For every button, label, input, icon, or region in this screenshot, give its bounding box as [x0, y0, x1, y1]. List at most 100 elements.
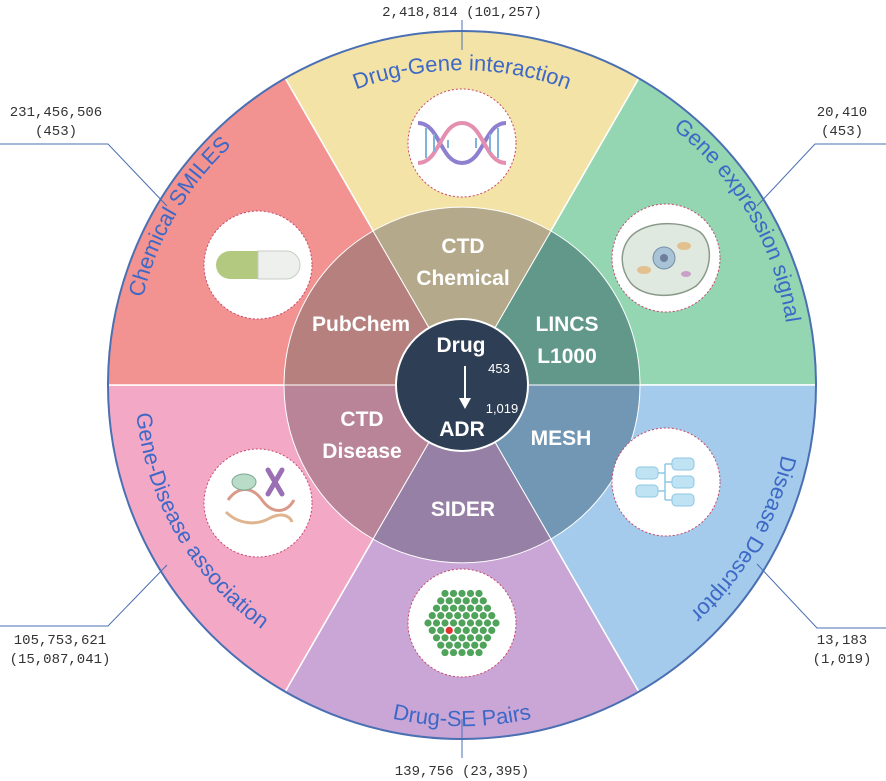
- count-disease-descriptor-2: (1,019): [813, 652, 872, 668]
- grid-dot: [458, 604, 466, 612]
- grid-dot: [483, 619, 492, 627]
- grid-dot: [428, 626, 436, 634]
- grid-dot: [454, 641, 462, 649]
- grid-dot: [462, 641, 470, 649]
- grid-dot: [437, 626, 445, 634]
- icons: [203, 88, 721, 678]
- grid-dot: [475, 619, 483, 627]
- grid-dot: [462, 612, 470, 620]
- grid-dot: [441, 619, 449, 627]
- count-labels: 2,418,814 (101,257) 20,410 (453) 13,183 …: [10, 5, 872, 780]
- grid-dot: [445, 641, 453, 649]
- grid-dot: [458, 619, 466, 627]
- inner-wedge-ctd-chemical: [372, 206, 552, 386]
- grid-dot: [483, 604, 492, 612]
- grid-dot: [483, 634, 492, 642]
- grid-dot: [458, 648, 466, 657]
- count-drug-gene: 2,418,814 (101,257): [382, 5, 542, 21]
- grid-dot: [437, 612, 445, 620]
- grid-dot: [437, 597, 445, 605]
- inner-label-ctd-chemical-2: Chemical: [416, 267, 509, 290]
- center-drug-label: Drug: [437, 334, 486, 357]
- highlighted-dot: [445, 626, 453, 634]
- grid-dot: [488, 612, 496, 620]
- hierarchy-tree-icon: [611, 427, 721, 537]
- inner-wedge-sider: [372, 384, 552, 564]
- count-gene-disease-1: 105,753,621: [14, 633, 106, 649]
- center-circle: [395, 318, 529, 452]
- grid-dot: [454, 612, 462, 620]
- grid-dot: [475, 634, 483, 642]
- grid-dot: [449, 648, 458, 657]
- inner-label-ctd-disease-1: CTD: [340, 408, 383, 431]
- grid-dot: [479, 597, 487, 605]
- inner-label-sider: SIDER: [431, 498, 495, 521]
- inner-label-ctd-disease-2: Disease: [322, 440, 401, 463]
- grid-dot: [458, 589, 466, 598]
- grid-dot: [466, 619, 475, 627]
- grid-dot: [432, 634, 441, 642]
- count-chemical-smiles-2: (453): [35, 124, 77, 140]
- grid-dot: [466, 604, 475, 612]
- grid-dot: [475, 589, 483, 598]
- grid-dot: [462, 626, 470, 634]
- count-gene-disease-2: (15,087,041): [10, 652, 111, 668]
- grid-dot: [479, 612, 487, 620]
- grid-dot: [432, 604, 441, 612]
- grid-dot: [445, 612, 453, 620]
- count-drug-se: 139,756 (23,395): [395, 764, 529, 780]
- grid-dot: [475, 604, 483, 612]
- center-hub: Drug 453 1,019 ADR: [395, 318, 529, 452]
- grid-dot: [454, 626, 462, 634]
- dot-grid-icon: [407, 568, 517, 678]
- center-drug-count: 453: [488, 361, 510, 376]
- grid-dot: [428, 612, 436, 620]
- grid-dot: [441, 589, 449, 598]
- grid-dot: [479, 626, 487, 634]
- inner-label-mesh: MESH: [531, 427, 592, 450]
- center-adr-label: ADR: [439, 418, 485, 441]
- grid-dot: [458, 634, 466, 642]
- grid-dot: [441, 634, 449, 642]
- inner-label-lincs-2: L1000: [537, 345, 597, 368]
- inner-label-ctd-chemical-1: CTD: [441, 235, 484, 258]
- grid-dot: [449, 604, 458, 612]
- dna-helix-icon: [407, 88, 517, 198]
- capsule-icon: [203, 210, 313, 320]
- grid-dot: [492, 619, 500, 627]
- grid-dot: [449, 634, 458, 642]
- grid-dot: [424, 619, 432, 627]
- grid-dot: [466, 634, 475, 642]
- count-gene-expression-2: (453): [821, 124, 863, 140]
- grid-dot: [471, 612, 479, 620]
- grid-dot: [449, 619, 458, 627]
- grid-dot: [432, 619, 441, 627]
- grid-dot: [471, 597, 479, 605]
- grid-dot: [479, 641, 487, 649]
- grid-dot: [462, 597, 470, 605]
- grid-dot: [437, 641, 445, 649]
- leader-lines: [0, 20, 886, 758]
- count-gene-expression-1: 20,410: [817, 105, 867, 121]
- cell-icon: [611, 203, 721, 313]
- count-chemical-smiles-1: 231,456,506: [10, 105, 102, 121]
- grid-dot: [445, 597, 453, 605]
- grid-dot: [488, 626, 496, 634]
- grid-dot: [449, 589, 458, 598]
- inner-label-pubchem: PubChem: [312, 313, 410, 336]
- grid-dot: [475, 648, 483, 657]
- grid-dot: [471, 626, 479, 634]
- grid-dot: [441, 604, 449, 612]
- grid-dot: [466, 589, 475, 598]
- chromosome-icon: [203, 448, 313, 558]
- grid-dot: [441, 648, 449, 657]
- center-adr-count: 1,019: [486, 401, 519, 416]
- grid-dot: [466, 648, 475, 657]
- grid-dot: [454, 597, 462, 605]
- down-arrow-icon: [459, 366, 471, 409]
- count-disease-descriptor-1: 13,183: [817, 633, 867, 649]
- inner-labels: CTD Chemical LINCS L1000 MESH SIDER CTD …: [312, 235, 599, 521]
- inner-label-lincs-1: LINCS: [536, 313, 599, 336]
- grid-dot: [471, 641, 479, 649]
